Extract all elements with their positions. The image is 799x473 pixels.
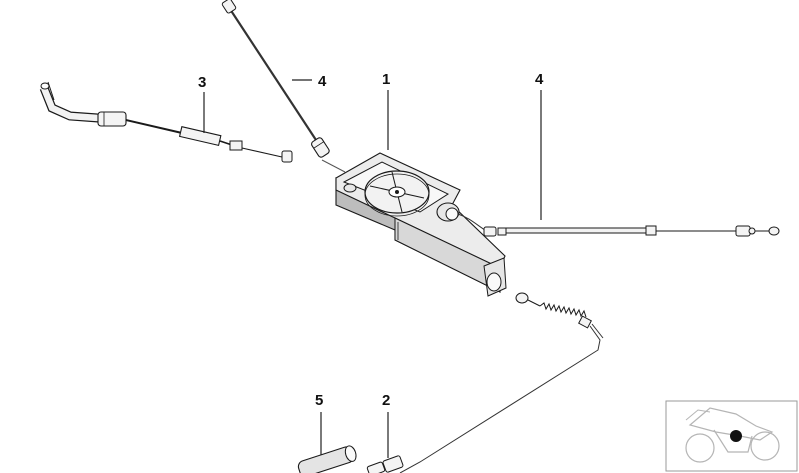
cable-4-upper: [221, 0, 346, 173]
motorcycle-locator-icon: [685, 407, 780, 463]
callout-4-right: 4: [535, 71, 544, 88]
callout-5: 5: [315, 392, 323, 409]
callout-3: 3: [198, 74, 206, 91]
callout-2: 2: [382, 392, 390, 409]
thumbnail-locator: [665, 400, 798, 472]
cable-3: [39, 81, 293, 163]
housing-1: [335, 152, 507, 297]
callout-4-upper: 4: [318, 73, 327, 90]
callout-1: 1: [382, 71, 390, 88]
sleeve-5: [297, 445, 357, 473]
cable-4-right: [457, 213, 780, 237]
cable-2: [366, 292, 604, 473]
